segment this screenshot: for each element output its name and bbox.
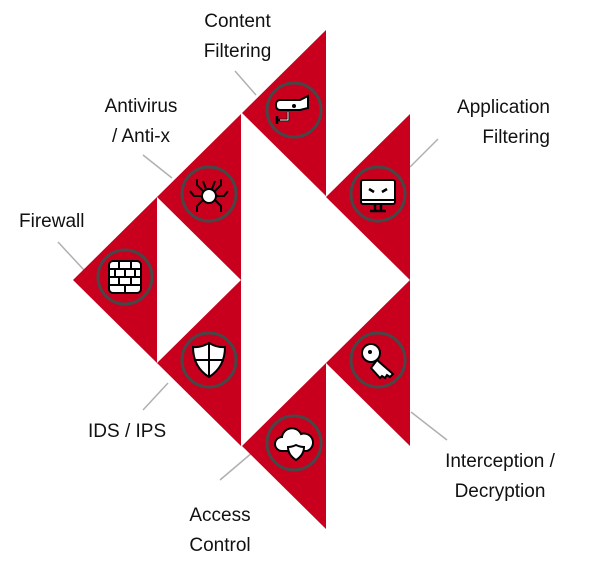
shield-icon bbox=[191, 341, 227, 379]
leader-application-filtering bbox=[409, 138, 439, 168]
segment-interception-decryption bbox=[326, 280, 410, 446]
leader-interception-decryption bbox=[410, 411, 448, 441]
segment-firewall bbox=[73, 197, 157, 363]
key-icon bbox=[361, 343, 395, 380]
icon-ring bbox=[96, 248, 154, 306]
icon-ring bbox=[349, 165, 407, 223]
label-line: Access bbox=[189, 505, 251, 526]
label-line: Decryption bbox=[454, 481, 546, 502]
label-antivirus: Antivirus / Anti-x bbox=[86, 92, 196, 152]
label-line: Application bbox=[457, 97, 550, 118]
label-line: Interception / bbox=[445, 451, 555, 472]
label-line: Filtering bbox=[482, 127, 550, 148]
leader-firewall bbox=[57, 241, 85, 271]
label-ids-ips: IDS / IPS bbox=[88, 417, 166, 447]
label-interception-decryption: Interception / Decryption bbox=[425, 447, 575, 507]
leader-content-filtering bbox=[234, 70, 257, 96]
angry-monitor-icon bbox=[360, 179, 396, 213]
leader-antivirus bbox=[142, 154, 173, 179]
segment-application-filtering bbox=[326, 114, 410, 280]
icon-ring bbox=[265, 414, 323, 472]
label-line: / Anti-x bbox=[111, 126, 171, 147]
icon-ring bbox=[180, 331, 238, 389]
leader-ids-ips bbox=[142, 382, 169, 411]
icon-ring bbox=[265, 81, 323, 139]
label-line: Firewall bbox=[19, 211, 85, 232]
bug-spider-icon bbox=[189, 179, 229, 212]
triangle bbox=[242, 30, 326, 196]
segment-access-control bbox=[242, 363, 326, 529]
icon-ring bbox=[180, 165, 238, 223]
label-line: Control bbox=[189, 535, 251, 556]
segment-antivirus bbox=[157, 114, 241, 280]
segment-ids-ips bbox=[157, 280, 241, 446]
security-camera-icon bbox=[275, 94, 309, 124]
label-line: IDS / IPS bbox=[88, 421, 167, 442]
label-line: Filtering bbox=[203, 41, 272, 62]
segment-content-filtering bbox=[242, 30, 326, 196]
label-firewall: Firewall bbox=[19, 207, 84, 237]
label-line: Content bbox=[204, 11, 271, 32]
triangle bbox=[326, 280, 410, 446]
leader-access-control bbox=[219, 451, 254, 481]
icon-ring bbox=[349, 331, 407, 389]
brick-wall-icon bbox=[108, 260, 142, 294]
cloud-shield-icon bbox=[274, 427, 314, 462]
label-line: Antivirus bbox=[104, 96, 178, 117]
